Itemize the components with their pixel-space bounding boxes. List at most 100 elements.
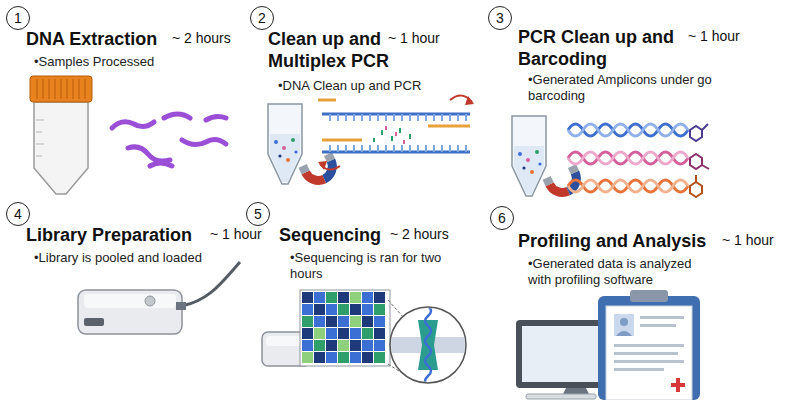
report-clipboard — [640, 324, 676, 327]
flow-cell-grid — [338, 304, 349, 315]
flow-cell-grid — [338, 352, 349, 363]
flow-cell-grid — [326, 292, 337, 303]
flow-cell-grid — [374, 352, 385, 363]
report-clipboard — [620, 318, 628, 326]
computer-monitor — [526, 394, 596, 399]
nanopore-zoom — [388, 300, 470, 386]
report-clipboard — [614, 352, 678, 355]
dna-fragments — [182, 139, 226, 144]
barcode-tags — [690, 124, 709, 197]
step-number: 1 — [14, 11, 22, 25]
report-clipboard — [614, 360, 684, 363]
step-panel: 1DNA Extraction~ 2 hours•Samples Process… — [4, 2, 244, 200]
barcoded-amplicons — [568, 124, 688, 136]
report-clipboard — [671, 383, 685, 387]
flow-cell-grid — [350, 304, 361, 315]
flow-cell-grid — [326, 316, 337, 327]
flow-cell-grid — [302, 304, 313, 315]
dna-amplification — [318, 161, 327, 170]
dna-fragments — [150, 163, 172, 166]
barcoded-amplicons — [568, 152, 688, 164]
dna-fragments — [128, 147, 170, 161]
flow-cell-grid — [350, 292, 361, 303]
report-clipboard — [614, 344, 684, 347]
flow-cell-grid — [374, 292, 385, 303]
sequencer-device — [78, 262, 240, 334]
step-description: •DNA Clean up and PCR — [278, 78, 483, 94]
flow-cell-grid — [350, 328, 361, 339]
flow-cell-grid — [362, 316, 373, 327]
flow-cell-grid — [300, 290, 390, 366]
flow-cell-grid — [302, 352, 313, 363]
step-panel: 4Library Preparation~ 1 hour•Library is … — [4, 202, 244, 398]
sequencer-device — [84, 294, 176, 308]
step-number: 4 — [14, 207, 22, 221]
flow-cell-grid — [338, 328, 349, 339]
report-clipboard — [606, 306, 692, 400]
step-description: •Sequencing is ran for two hours — [290, 250, 472, 282]
flow-cell-grid — [326, 352, 337, 363]
step-duration: ~ 2 hours — [172, 30, 231, 46]
step-panel: 2Clean up and Multiplex PCR~ 1 hour •DNA … — [246, 2, 488, 200]
dna-amplification — [322, 139, 362, 142]
dna-amplification — [465, 96, 474, 105]
step-title: Clean up and Multiplex PCR — [268, 28, 403, 72]
centrifuge-tube — [34, 102, 88, 194]
report-clipboard — [630, 290, 668, 302]
barcoded-amplicons — [568, 180, 688, 192]
dna-fragments — [112, 122, 154, 128]
centrifuge-tube — [37, 79, 85, 99]
step-number: 2 — [258, 11, 266, 25]
report-clipboard — [616, 331, 632, 336]
number-circle: 2 — [250, 6, 274, 30]
centrifuge-tube — [36, 120, 44, 156]
flow-cell-grid — [350, 316, 361, 327]
dna-amplification — [330, 145, 466, 152]
magnetic-tube — [512, 116, 585, 199]
step-description: •Generated Amplicons under go barcoding — [528, 72, 733, 104]
report-clipboard — [640, 316, 684, 319]
flow-cell-grid — [314, 316, 325, 327]
step-panel: 3PCR Clean up and Barcoding~ 1 hour•Gene… — [490, 2, 786, 200]
sequencer-device — [78, 290, 182, 334]
step-duration: ~ 1 hour — [722, 232, 774, 248]
step-duration: ~ 1 hour — [388, 30, 440, 46]
dna-amplification — [322, 113, 470, 116]
flow-cell-grid — [338, 316, 349, 327]
step-duration: ~ 1 hour — [688, 28, 740, 44]
step-panel: 5Sequencing~ 2 hours•Sequencing is ran f… — [246, 202, 488, 398]
flow-cell-grid — [326, 340, 337, 351]
step-title: Profiling and Analysis — [518, 230, 733, 252]
flow-cell-grid — [300, 290, 390, 366]
barcoded-amplicons — [568, 124, 688, 192]
step-duration: ~ 2 hours — [390, 226, 449, 242]
dna-amplification — [428, 125, 470, 128]
flow-cell-grid — [362, 328, 373, 339]
barcode-tags — [690, 124, 708, 141]
sequencer-device — [145, 296, 155, 306]
flow-cell-grid — [314, 352, 325, 363]
flow-cell-grid — [302, 292, 313, 303]
flow-cell-grid — [314, 292, 325, 303]
number-circle: 5 — [246, 202, 270, 226]
flow-cell-grid — [374, 304, 385, 315]
flow-cell-grid — [374, 340, 385, 351]
barcode-tags — [690, 175, 702, 197]
step-description: •Samples Processed — [34, 54, 239, 70]
nanopore-zoom — [390, 307, 466, 383]
flow-cell-grid — [362, 340, 373, 351]
flow-cell-grid — [302, 340, 313, 351]
step-description: •Generated data is analyzed with profili… — [528, 256, 713, 288]
flow-cell-grid — [362, 304, 373, 315]
dna-amplification — [386, 126, 404, 144]
sequencer-device — [84, 318, 104, 326]
step-number: 6 — [498, 211, 506, 225]
dna-amplification — [318, 99, 336, 102]
report-clipboard — [614, 368, 664, 371]
step-panel: 6Profiling and Analysis~ 1 hour •Generate… — [490, 202, 786, 398]
dna-fragments — [164, 114, 190, 118]
dna-amplification — [330, 114, 466, 121]
dna-fragments — [112, 114, 226, 166]
flow-cell-grid — [302, 316, 313, 327]
